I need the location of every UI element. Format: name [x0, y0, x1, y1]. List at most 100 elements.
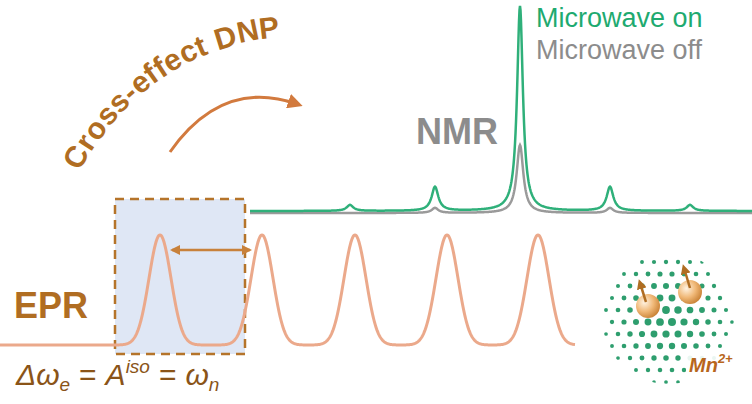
lattice-dot: [610, 344, 614, 348]
lattice-dot: [639, 331, 645, 337]
spin-arrow: [640, 283, 646, 302]
lattice-dot: [718, 320, 723, 325]
arc-letter: f: [137, 57, 164, 90]
lattice-dot: [712, 332, 717, 337]
lattice-dot: [681, 343, 687, 349]
legend-text: Microwave on: [536, 4, 703, 34]
lattice-dot: [706, 272, 710, 276]
lattice-dot: [634, 368, 638, 372]
lattice-dot: [664, 380, 668, 384]
arc-letter: o: [76, 112, 113, 146]
lattice-dot: [646, 368, 650, 372]
lattice-dot: [688, 260, 692, 264]
lattice-dot: [668, 318, 676, 326]
lattice-dot: [680, 318, 687, 325]
nmr-on-spectrum: [250, 6, 752, 211]
lattice-dot: [622, 296, 627, 301]
lattice-dot: [657, 271, 662, 276]
lattice-dot: [616, 332, 621, 337]
formula-index: n: [209, 374, 220, 395]
lattice-dot: [622, 272, 626, 276]
lattice-dot: [627, 331, 632, 336]
lattice-dot: [687, 307, 694, 314]
lattice-dot: [633, 343, 638, 348]
formula-symbol: A: [106, 358, 126, 391]
lattice-dot: [657, 343, 663, 349]
ion-charge: 2+: [718, 351, 733, 366]
lattice-dot: [622, 344, 627, 349]
lattice-dot: [634, 272, 638, 276]
lattice-dot: [693, 319, 699, 325]
lattice-dot: [724, 308, 728, 312]
ion-label: Mn2+: [686, 352, 736, 376]
arc-letter: -: [114, 76, 144, 107]
lattice-dot: [664, 260, 668, 264]
formula-operator: =: [159, 358, 177, 391]
lattice-dot: [669, 343, 675, 349]
lattice-dot: [676, 260, 680, 264]
lattice-dot: [687, 331, 693, 337]
ion-symbol: Mn: [689, 354, 718, 376]
lattice-dot: [705, 319, 710, 324]
lattice-dot: [694, 272, 699, 277]
lattice-dot: [663, 283, 669, 289]
arc-letter: e: [123, 64, 157, 100]
lattice-dot: [610, 320, 614, 324]
lattice-dot: [724, 332, 728, 336]
lattice-dot: [656, 318, 664, 326]
lattice-dot: [628, 356, 632, 360]
lattice-dot: [616, 308, 621, 313]
arc-letter: e: [156, 41, 187, 78]
arc-letter: c: [173, 33, 202, 70]
lattice-dot: [628, 284, 633, 289]
arc-letter: N: [233, 13, 261, 50]
lattice-dot: [693, 343, 699, 349]
lattice-dot: [604, 308, 608, 312]
arc-letter: C: [56, 140, 95, 175]
lattice-dot: [674, 330, 681, 337]
mn-ion: [678, 280, 702, 304]
lattice-dot: [669, 295, 676, 302]
formula-operator: =: [79, 358, 97, 391]
lattice-dot: [699, 331, 705, 337]
arc-letter: f: [146, 51, 172, 84]
spin-arrow: [684, 268, 690, 288]
lattice-dot: [711, 307, 716, 312]
lattice-disc: [601, 251, 735, 385]
lattice-dot: [663, 355, 668, 360]
lattice-dot: [640, 356, 645, 361]
lattice-dot: [645, 319, 652, 326]
highlight-box: [115, 199, 245, 354]
lattice-dot: [610, 296, 614, 300]
lattice-dot: [604, 332, 608, 336]
spectrum-label: EPR: [14, 286, 88, 326]
lattice-dot: [633, 319, 639, 325]
arc-letter: s: [101, 84, 136, 119]
formula-symbol: Δω: [16, 358, 60, 391]
lattice-dot: [700, 260, 704, 264]
lattice-dot: [712, 284, 716, 288]
lattice-dot: [705, 295, 710, 300]
lattice-dot: [669, 271, 674, 276]
lattice-dot: [651, 355, 656, 360]
lattice-dot: [670, 368, 675, 373]
lattice-dot: [662, 330, 669, 337]
lattice-dot: [616, 284, 620, 288]
lattice-dot: [646, 272, 651, 277]
lattice-dot: [652, 260, 656, 264]
lattice-dot: [699, 307, 705, 313]
formula-symbol: ω: [185, 358, 208, 391]
arc-letter: s: [88, 97, 124, 131]
arc-letter: t: [189, 28, 211, 62]
arc-letter: P: [257, 10, 281, 45]
lattice-dot: [640, 260, 644, 264]
lattice-dot: [675, 355, 680, 360]
curved-arrow: [170, 97, 297, 152]
spectrum-label: NMR: [416, 112, 498, 152]
lattice-dot: [662, 306, 670, 314]
lattice-dot: [658, 368, 663, 373]
lattice-dot: [645, 343, 651, 349]
arc-letter: r: [68, 128, 102, 156]
legend-text: Microwave off: [536, 36, 702, 66]
